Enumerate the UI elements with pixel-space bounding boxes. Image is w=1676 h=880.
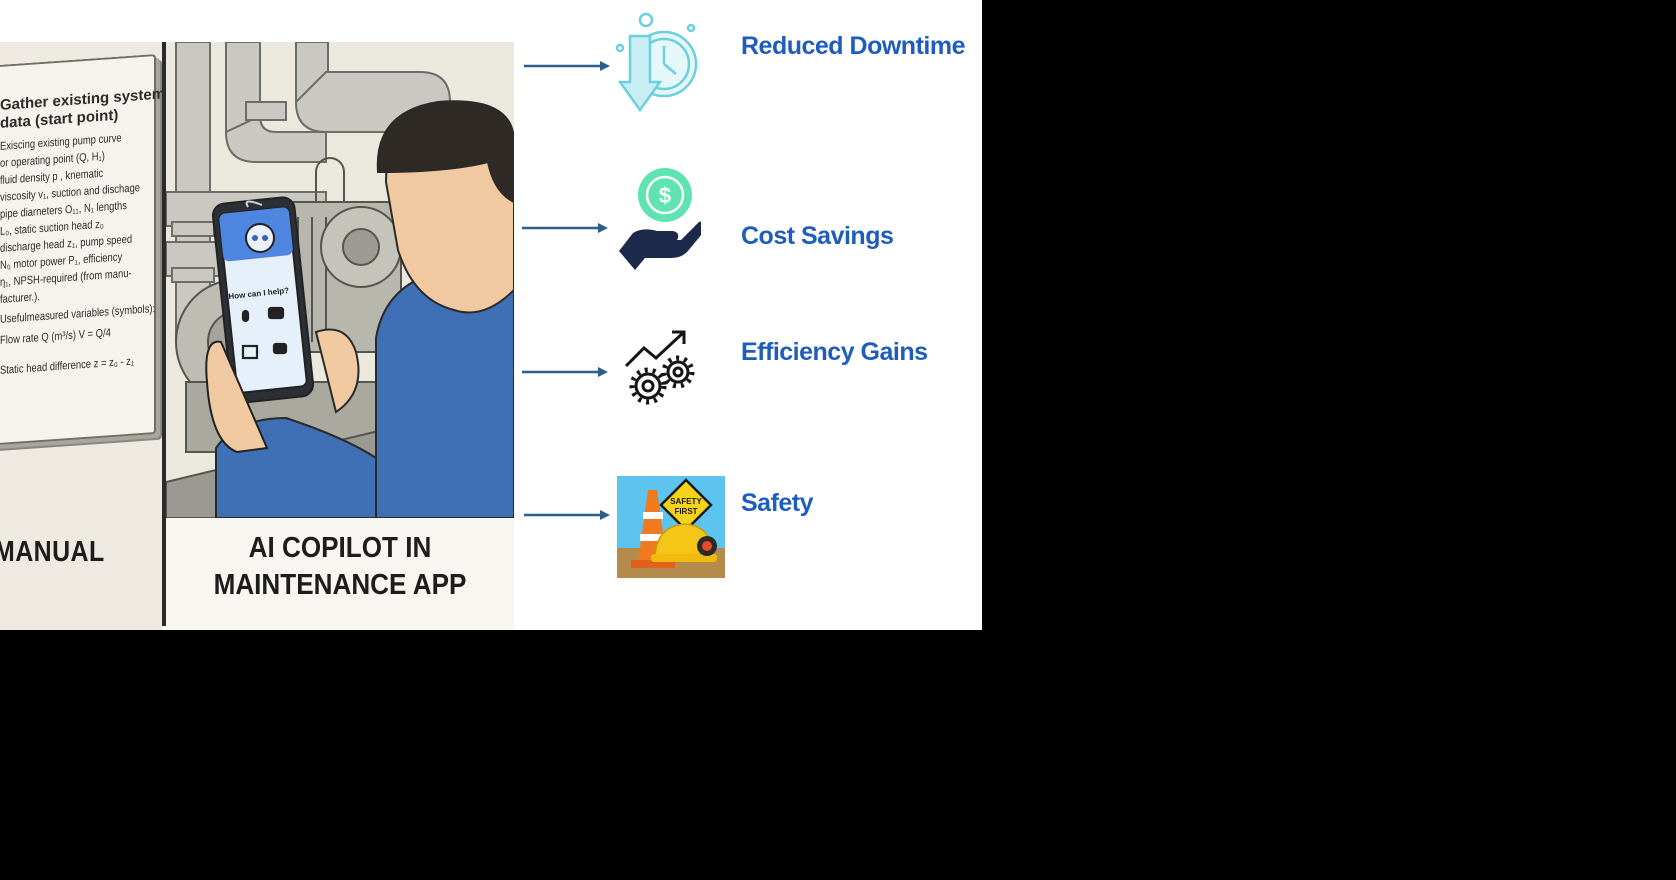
camera-icon [272, 342, 288, 355]
manual-line: fluid density p , knematic [0, 167, 104, 187]
infographic-canvas: Gather existing system data (start point… [0, 0, 982, 630]
benefit-reduced-downtime: Reduced Downtime [741, 32, 965, 60]
manual-line: η₁, NPSH-required (from manu- [0, 267, 132, 289]
svg-text:$: $ [659, 183, 671, 208]
chat-icon [267, 306, 285, 320]
manual-panel: Gather existing system data (start point… [0, 42, 163, 630]
technician [215, 100, 514, 518]
arrow-safety [524, 510, 610, 520]
arrow-reduced-downtime [524, 61, 610, 71]
ai-copilot-panel: How can I help? AI COPILOT IN MAINTENANC… [166, 42, 514, 630]
hand-coin-icon: $ [619, 168, 701, 270]
arrow-efficiency-gains [522, 367, 608, 377]
benefit-safety: Safety [741, 489, 814, 517]
manual-line: Static head difference z = z₀ - z₁ [0, 355, 135, 377]
gallery-icon [241, 344, 259, 360]
benefit-efficiency-gains: Efficiency Gains [741, 338, 928, 366]
manual-label: MANUAL [0, 536, 105, 568]
microphone-icon [241, 309, 250, 323]
clock-down-arrow-icon [615, 12, 698, 113]
manual-line: Usefulmeasured variables (symbols): [0, 303, 156, 326]
manual-page: Gather existing system data (start point… [0, 54, 163, 446]
gears-growth-icon [624, 330, 695, 405]
safety-first-icon: SAFETY FIRST [617, 476, 725, 578]
manual-line: L₀, static suction head z₀ [0, 218, 104, 238]
benefit-cost-savings: Cost Savings [741, 222, 894, 250]
ai-copilot-label: AI COPILOT IN MAINTENANCE APP [183, 530, 496, 604]
ai-label-line1: AI COPILOT IN [248, 532, 432, 564]
phone-app-icons [241, 306, 288, 360]
manual-line: Flow rate Q (m³/s) V = Q/4 [0, 327, 111, 347]
arrow-cost-savings [522, 223, 608, 233]
manual-line: or operating point (Q, H₁) [0, 150, 105, 170]
panel-divider [162, 42, 166, 626]
ai-label-line2: MAINTENANCE APP [213, 569, 467, 601]
manual-line: facturer.). [0, 291, 40, 306]
manual-line: pipe diarneters O₁₁, N₁ lengths [0, 200, 127, 221]
safety-sign-text-1: SAFETY [670, 497, 702, 506]
safety-sign-text-2: FIRST [674, 507, 697, 516]
technician-illustration: How can I help? [166, 42, 514, 518]
